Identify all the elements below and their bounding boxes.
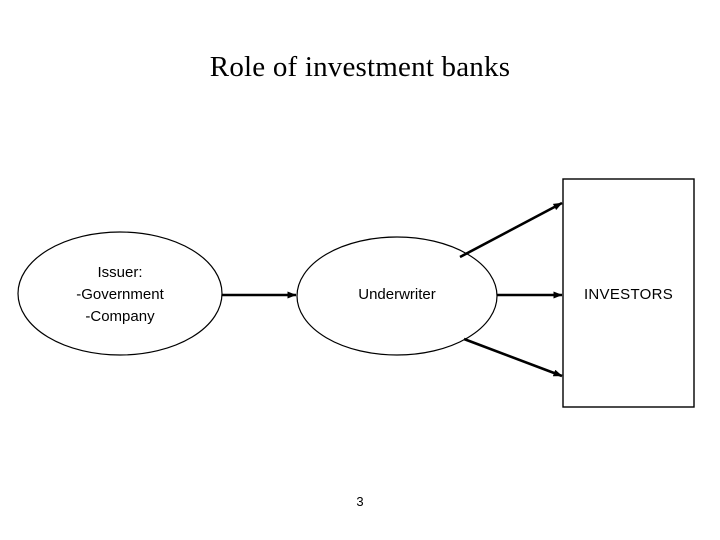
investors-rectangle[interactable] <box>562 178 695 408</box>
connector-underwriter-to-investors-bottom <box>463 337 563 378</box>
page-title: Role of investment banks <box>209 51 511 83</box>
issuer-label-line-1: Issuer: <box>97 264 143 281</box>
issuer-label: Issuer: -Government -Company <box>18 262 222 328</box>
page-number: 3 <box>356 494 364 509</box>
connector-underwriter-to-investors-top <box>459 201 563 259</box>
issuer-label-line-3: -Company <box>85 308 155 325</box>
underwriter-label: Underwriter <box>358 286 436 303</box>
issuer-label-line-2: -Government <box>76 286 164 303</box>
issuer-ellipse[interactable] <box>17 231 223 356</box>
investors-label: INVESTORS <box>583 286 674 303</box>
